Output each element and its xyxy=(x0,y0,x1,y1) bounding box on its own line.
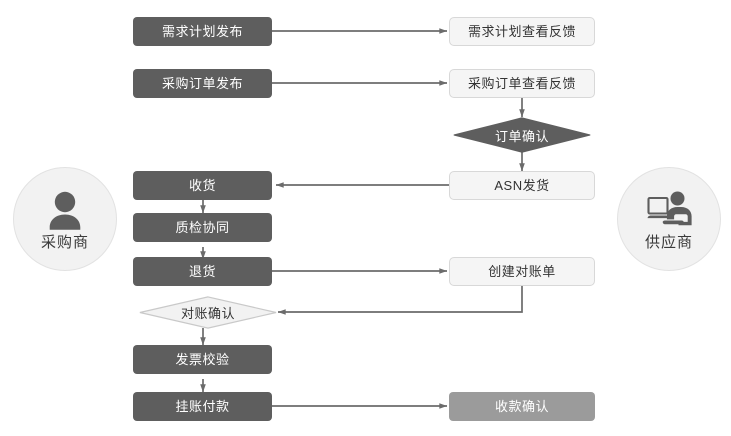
node-create-statement[interactable]: 创建对账单 xyxy=(449,257,595,286)
node-quality-collab[interactable]: 质检协同 xyxy=(133,213,272,242)
node-order-confirm[interactable]: 订单确认 xyxy=(453,117,591,153)
node-asn-shipment[interactable]: ASN发货 xyxy=(449,171,595,200)
node-statement-confirm-label: 对账确认 xyxy=(180,306,235,321)
node-demand-plan-feedback-label: 需求计划查看反馈 xyxy=(467,24,576,39)
node-quality-collab-label: 质检协同 xyxy=(175,220,230,235)
person-icon xyxy=(42,189,88,233)
node-po-publish-label: 采购订单发布 xyxy=(161,76,243,91)
node-order-confirm-label: 订单确认 xyxy=(494,128,549,144)
node-demand-plan-publish[interactable]: 需求计划发布 xyxy=(133,17,272,46)
node-return-goods-label: 退货 xyxy=(188,264,216,279)
node-statement-confirm[interactable]: 对账确认 xyxy=(139,296,277,329)
node-receipt-confirm[interactable]: 收款确认 xyxy=(449,392,595,421)
diamond-shape xyxy=(453,117,591,153)
node-demand-plan-feedback[interactable]: 需求计划查看反馈 xyxy=(449,17,595,46)
node-po-feedback-label: 采购订单查看反馈 xyxy=(467,76,576,91)
node-invoice-verify-label: 发票校验 xyxy=(175,352,230,367)
actor-buyer-label: 采购商 xyxy=(40,233,89,251)
diamond-shape xyxy=(139,296,277,329)
node-goods-receipt-label: 收货 xyxy=(188,178,216,193)
person-at-computer-icon xyxy=(646,189,692,233)
node-po-feedback[interactable]: 采购订单查看反馈 xyxy=(449,69,595,98)
node-create-statement-label: 创建对账单 xyxy=(488,264,556,279)
node-asn-shipment-label: ASN发货 xyxy=(494,178,550,193)
edge-create-statement-to-statement-confirm xyxy=(277,285,523,315)
node-invoice-verify[interactable]: 发票校验 xyxy=(133,345,272,374)
node-payment-posting-label: 挂账付款 xyxy=(175,399,230,414)
actor-supplier-label: 供应商 xyxy=(644,233,693,251)
actor-supplier[interactable]: 供应商 xyxy=(617,167,721,271)
node-goods-receipt[interactable]: 收货 xyxy=(133,171,272,200)
actor-buyer[interactable]: 采购商 xyxy=(13,167,117,271)
node-demand-plan-publish-label: 需求计划发布 xyxy=(161,24,243,39)
node-payment-posting[interactable]: 挂账付款 xyxy=(133,392,272,421)
node-po-publish[interactable]: 采购订单发布 xyxy=(133,69,272,98)
node-return-goods[interactable]: 退货 xyxy=(133,257,272,286)
node-receipt-confirm-label: 收款确认 xyxy=(494,399,549,414)
